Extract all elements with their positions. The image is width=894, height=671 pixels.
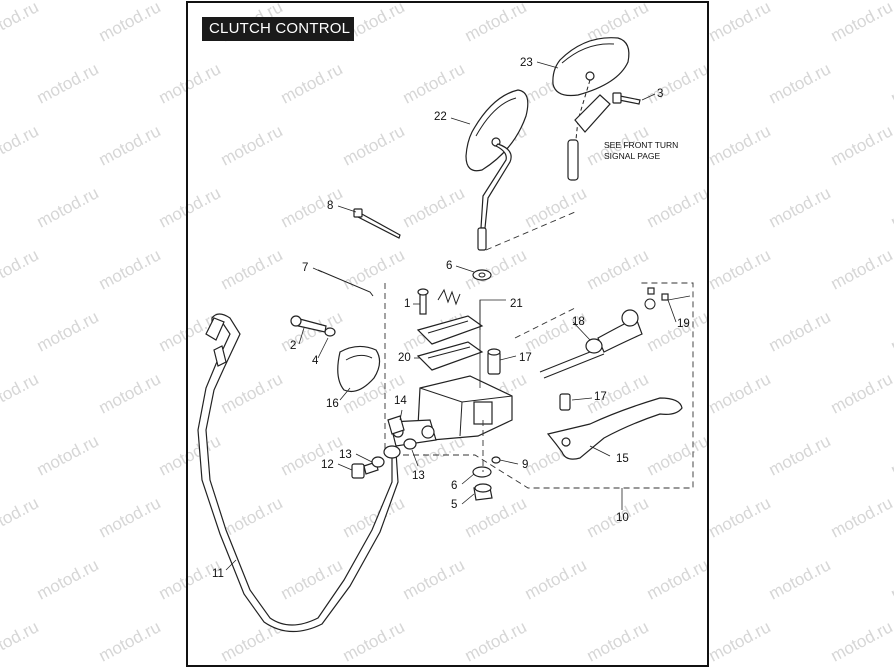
- master-cylinder-body: [389, 375, 513, 447]
- callout-1: 1: [404, 298, 410, 310]
- washer-13-left: [371, 456, 385, 468]
- nut-5: [473, 483, 493, 501]
- callout-21: 21: [510, 298, 523, 310]
- wire-7: [317, 269, 374, 297]
- spring: [437, 288, 461, 306]
- circlip-19: [647, 287, 669, 301]
- boot-16: [337, 345, 381, 393]
- callout-10: 10: [616, 512, 629, 524]
- reservoir-cover: [416, 315, 484, 345]
- callout-18: 18: [572, 316, 585, 328]
- callout-5: 5: [451, 499, 457, 511]
- screw-1: [417, 288, 429, 315]
- piston-18: [539, 298, 656, 379]
- callout-17-top: 17: [519, 352, 532, 364]
- callout-3: 3: [657, 88, 663, 100]
- washer-9: [491, 456, 501, 464]
- bleeder-14: [387, 415, 405, 435]
- pin-8: [353, 208, 401, 239]
- rivet-2: [290, 315, 327, 333]
- leader-lines: [225, 61, 691, 571]
- washer-4: [324, 327, 336, 337]
- washer-6-top: [472, 269, 492, 281]
- diagram-frame: [186, 1, 709, 667]
- callout-23: 23: [520, 57, 533, 69]
- callout-15: 15: [616, 453, 629, 465]
- callout-6-bottom: 6: [451, 480, 457, 492]
- clutch-lever: [546, 397, 683, 460]
- callout-13-left: 13: [339, 449, 352, 461]
- pin-17: [559, 393, 571, 411]
- callout-9: 9: [522, 459, 528, 471]
- callout-17-right: 17: [594, 391, 607, 403]
- callout-7: 7: [302, 262, 308, 274]
- callout-20: 20: [398, 352, 411, 364]
- bushing-17: [487, 348, 501, 375]
- callout-11: 11: [212, 568, 224, 580]
- callout-2: 2: [290, 340, 296, 352]
- callout-6-top: 6: [446, 260, 452, 272]
- washer-6-bottom: [472, 466, 492, 478]
- callout-12: 12: [321, 459, 334, 471]
- mirror-left: [465, 89, 576, 251]
- washer-13-right: [403, 438, 417, 450]
- callout-4: 4: [312, 355, 319, 367]
- callout-22: 22: [434, 111, 447, 123]
- callout-19: 19: [677, 318, 690, 330]
- callout-13-right: 13: [412, 470, 425, 482]
- callout-16: 16: [326, 398, 339, 410]
- mirror-right: [552, 37, 630, 181]
- diagram-title: CLUTCH CONTROL: [202, 17, 354, 41]
- callout-14: 14: [394, 395, 407, 407]
- callout-8: 8: [327, 200, 333, 212]
- note-line-1: SEE FRONT TURN: [604, 140, 678, 150]
- screw-3: [612, 92, 641, 105]
- gasket-20: [416, 341, 484, 371]
- note-line-2: SIGNAL PAGE: [604, 151, 661, 161]
- clutch-hose: [197, 313, 401, 633]
